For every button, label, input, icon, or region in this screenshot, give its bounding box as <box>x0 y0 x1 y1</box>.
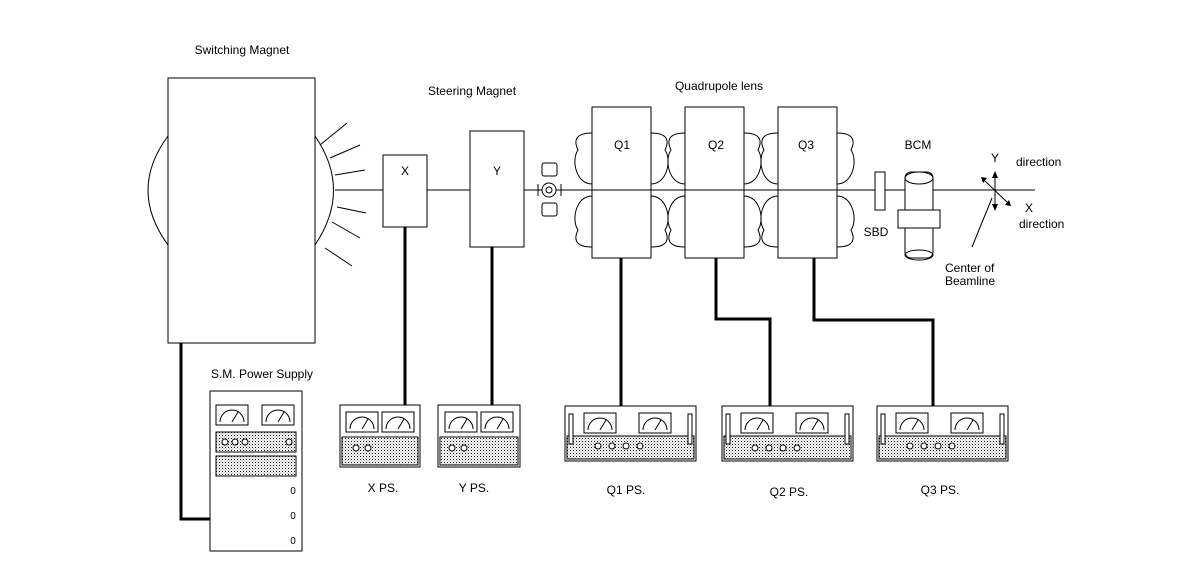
sm-panel-indicator-3: 0 <box>290 536 296 547</box>
q1-power-supply <box>564 405 697 462</box>
x-power-supply <box>339 404 421 468</box>
y-ps-label: Y PS. <box>459 481 489 495</box>
q2-ps-label: Q2 PS. <box>770 485 809 499</box>
x-axis-label: X <box>1025 201 1033 215</box>
q1-ps-label: Q1 PS. <box>607 483 646 497</box>
quadrupole-q3 <box>760 106 855 259</box>
bcm-label: BCM <box>905 138 932 152</box>
switching-magnet <box>147 77 367 344</box>
x-magnet-label: X <box>401 164 409 178</box>
x-direction-label: direction <box>1019 217 1064 231</box>
bcm-monitor <box>897 171 941 261</box>
direction-arrows-icon <box>981 171 1011 211</box>
q2-label: Q2 <box>708 138 724 152</box>
y-magnet-label: Y <box>493 164 501 178</box>
power-cables <box>179 227 935 521</box>
q2-power-supply <box>721 405 854 462</box>
sbd-label: SBD <box>864 225 889 239</box>
q3-power-supply <box>876 405 1009 462</box>
center-label-line1: Center of <box>945 261 995 275</box>
beam-valve <box>537 162 562 217</box>
switching-magnet-label: Switching Magnet <box>195 43 290 57</box>
sbd-detector <box>874 171 886 211</box>
q3-label: Q3 <box>798 138 814 152</box>
y-power-supply <box>437 404 521 468</box>
q3-ps-label: Q3 PS. <box>921 483 960 497</box>
y-steering-magnet <box>469 130 525 248</box>
sm-power-supply <box>209 390 303 552</box>
quadrupole-q1 <box>574 106 669 259</box>
x-ps-label: X PS. <box>368 481 399 495</box>
center-pointer-line <box>971 197 993 248</box>
steering-magnet-label: Steering Magnet <box>428 84 517 98</box>
sm-power-supply-label: S.M. Power Supply <box>211 367 313 381</box>
y-direction-label: direction <box>1016 155 1061 169</box>
q1-label: Q1 <box>614 138 630 152</box>
quadrupole-q2 <box>667 106 762 259</box>
sm-panel-indicator-2: 0 <box>290 511 296 522</box>
quadrupole-lens-label: Quadrupole lens <box>675 79 763 93</box>
sm-panel-indicator-1: 0 <box>290 486 296 497</box>
center-label-line2: Beamline <box>945 274 995 288</box>
y-axis-label: Y <box>991 151 999 165</box>
